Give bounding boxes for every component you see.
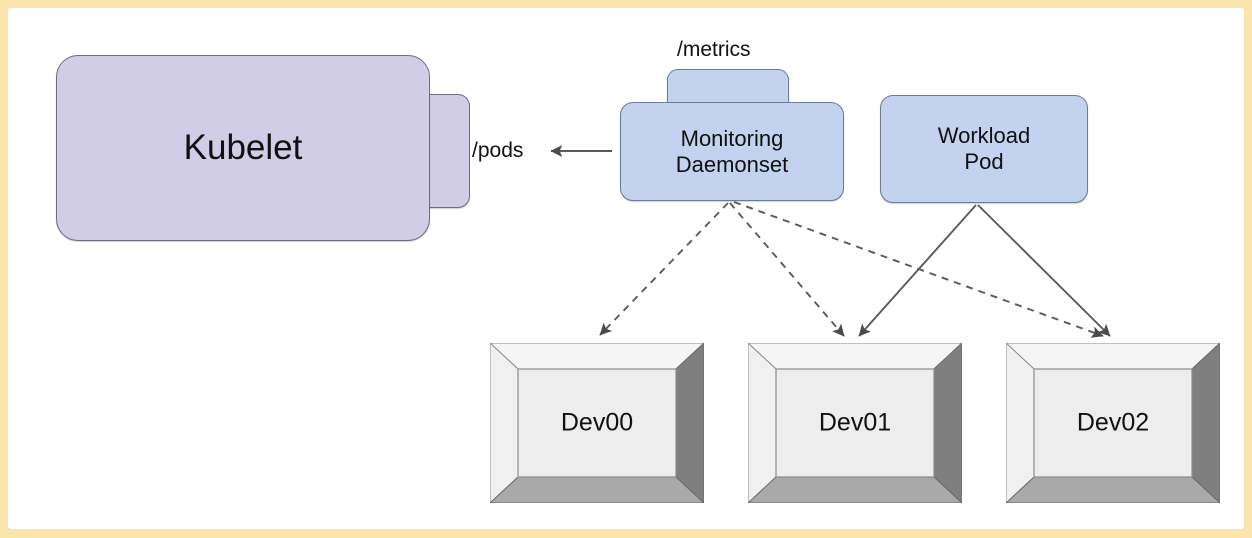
monitoring-daemonset-node[interactable]: Monitoring Daemonset — [620, 102, 844, 201]
edge-workload-to-dev02 — [977, 204, 1111, 337]
pods-endpoint-label: /pods — [472, 139, 524, 162]
edge-monitoring-to-dev02 — [733, 201, 1104, 338]
metrics-endpoint-label: /metrics — [677, 38, 751, 61]
diagram-canvas: Kubelet /pods /metrics Monitoring Daemon… — [8, 8, 1244, 529]
device-node-dev02[interactable]: Dev02 — [1006, 343, 1220, 503]
edge-monitoring-to-dev01 — [729, 202, 845, 337]
edge-workload-to-dev01 — [858, 204, 977, 337]
workload-pod-label: Workload Pod — [938, 123, 1031, 175]
monitoring-daemonset-label-line2: Daemonset — [675, 151, 789, 177]
edge-monitoring-to-dev00 — [599, 202, 729, 336]
device-frame-icon — [748, 343, 962, 503]
device-frame-icon — [490, 343, 704, 503]
workload-pod-label-line2: Pod — [964, 149, 1004, 174]
workload-pod-node[interactable]: Workload Pod — [880, 95, 1088, 203]
kubelet-label: Kubelet — [183, 128, 303, 168]
monitoring-daemonset-label: Monitoring Daemonset — [676, 126, 789, 178]
device-node-dev00[interactable]: Dev00 — [490, 343, 704, 503]
monitoring-daemonset-label-line1: Monitoring — [680, 125, 784, 151]
kubelet-node[interactable]: Kubelet — [56, 55, 430, 241]
workload-pod-label-line1: Workload — [937, 123, 1031, 149]
device-node-dev01[interactable]: Dev01 — [748, 343, 962, 503]
device-frame-icon — [1006, 343, 1220, 503]
